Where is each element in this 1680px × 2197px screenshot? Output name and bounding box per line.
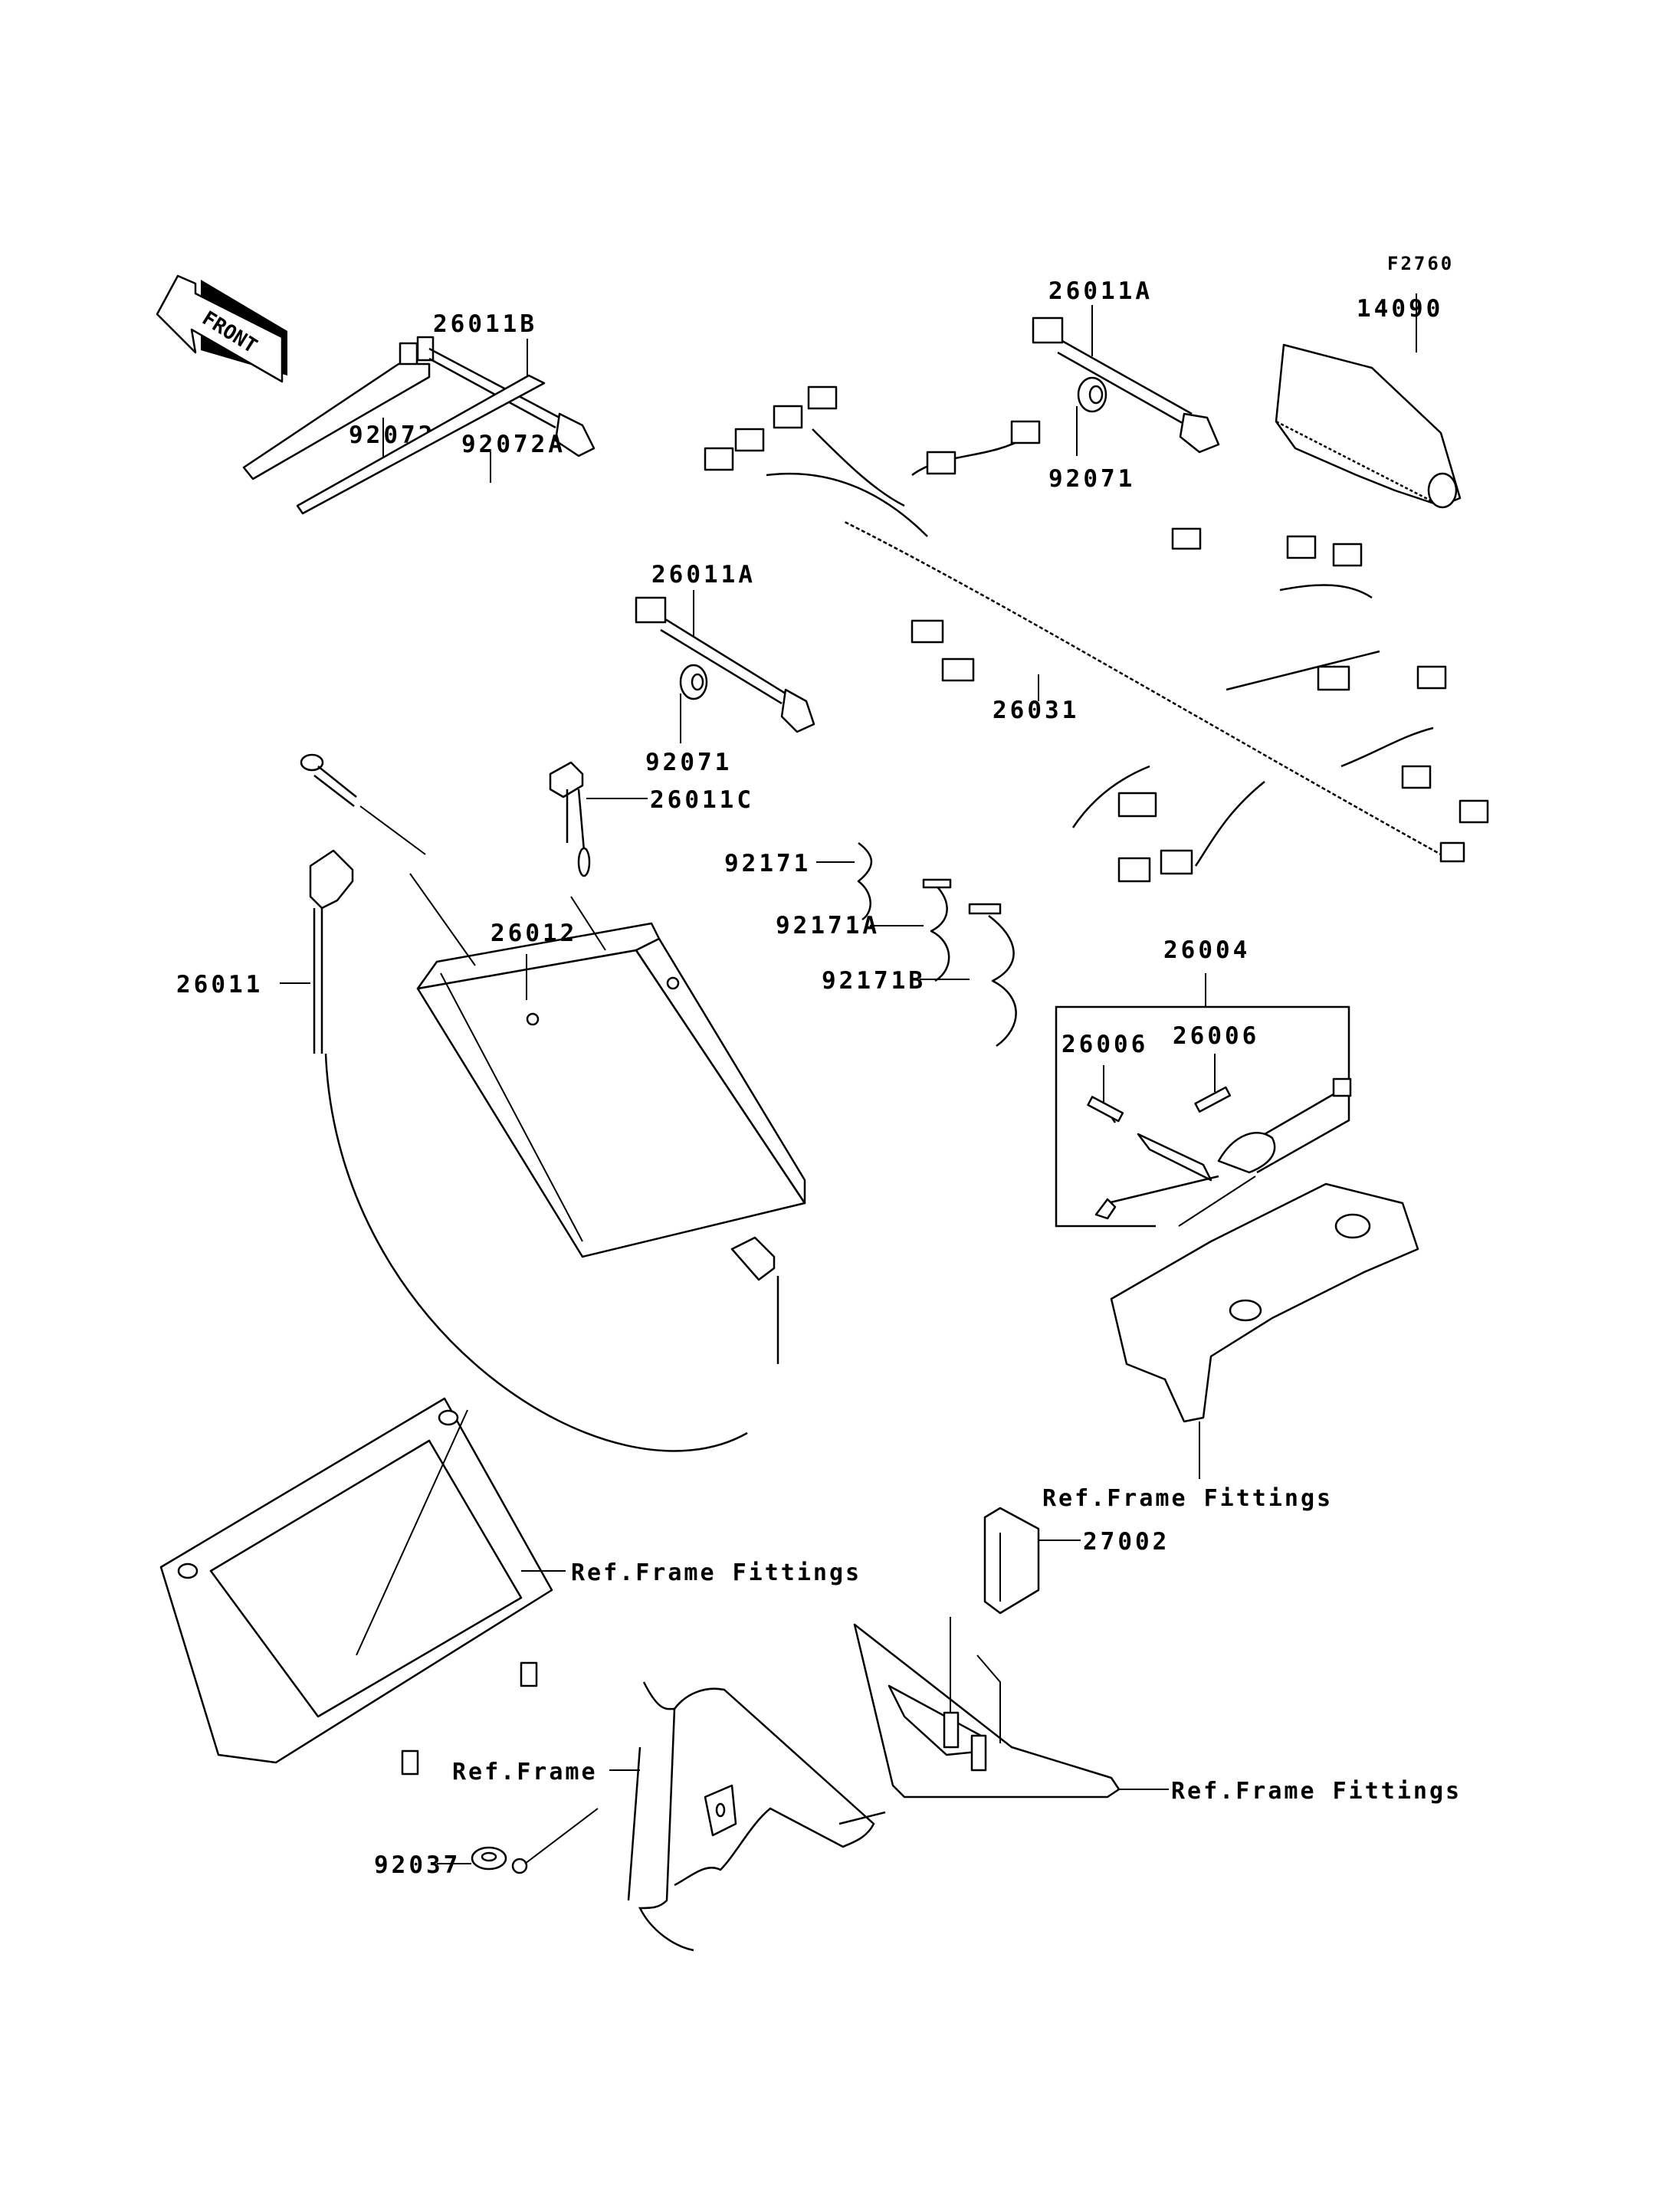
label-92037: 92037: [374, 1851, 461, 1879]
label-92171B: 92171B: [822, 967, 926, 995]
label-26011B: 26011B: [433, 310, 537, 338]
part-26004[interactable]: [1055, 973, 1350, 1228]
part-26011A-mid[interactable]: [635, 590, 815, 733]
ref-frame[interactable]: Ref.Frame: [452, 1759, 598, 1785]
label-27002: 27002: [1083, 1528, 1170, 1556]
label-26011A-mid: 26011A: [651, 561, 756, 589]
front-arrow-icon: FRONT: [156, 274, 287, 383]
label-26011A-top: 26011A: [1048, 277, 1153, 305]
part-92072A[interactable]: [296, 374, 546, 515]
part-26006-a[interactable]: [1087, 1065, 1124, 1123]
part-26031[interactable]: [704, 385, 1489, 883]
part-92071-top[interactable]: [1076, 376, 1107, 456]
ref-frame-fittings-left[interactable]: Ref.Frame Fittings: [571, 1559, 861, 1586]
bracket-right: [1110, 1182, 1419, 1479]
part-26011A-top[interactable]: [1032, 305, 1220, 454]
part-26012[interactable]: [409, 873, 806, 1258]
part-26011[interactable]: [280, 849, 354, 1054]
label-14090: 14090: [1357, 295, 1443, 323]
label-92171: 92171: [724, 850, 811, 877]
part-26006-b[interactable]: [1194, 1054, 1232, 1113]
label-92071-mid: 92071: [645, 749, 732, 776]
part-92171B[interactable]: [920, 903, 1017, 1048]
frame-section: [609, 1681, 886, 1952]
label-92171A: 92171A: [776, 912, 880, 939]
part-92072[interactable]: [242, 362, 431, 480]
relay-plate: [853, 1617, 1169, 1799]
battery-tray: [159, 1397, 566, 1776]
part-92037[interactable]: [437, 1808, 599, 1874]
label-92072A: 92072A: [461, 431, 566, 458]
part-26011C[interactable]: [549, 761, 648, 877]
battery-cable: [324, 1053, 779, 1452]
part-92171A[interactable]: [870, 878, 952, 982]
figure-code: F2760: [1387, 253, 1454, 274]
part-lead-terminal: [300, 753, 426, 855]
part-14090[interactable]: [1275, 293, 1462, 509]
ref-frame-fittings-bottom[interactable]: Ref.Frame Fittings: [1171, 1778, 1462, 1805]
ref-frame-fittings-right[interactable]: Ref.Frame Fittings: [1042, 1485, 1333, 1512]
label-26011: 26011: [176, 971, 263, 998]
part-27002[interactable]: [983, 1507, 1081, 1615]
label-26031: 26031: [993, 697, 1079, 724]
label-26004: 26004: [1163, 936, 1250, 964]
fuse-puller: [1094, 1077, 1352, 1220]
part-92071-mid[interactable]: [679, 664, 708, 743]
label-26006-a: 26006: [1061, 1031, 1148, 1058]
label-92071-top: 92071: [1048, 465, 1135, 493]
label-26006-b: 26006: [1173, 1022, 1259, 1050]
part-92171[interactable]: [816, 842, 873, 921]
label-26011C: 26011C: [650, 786, 754, 814]
label-26012: 26012: [491, 920, 577, 947]
